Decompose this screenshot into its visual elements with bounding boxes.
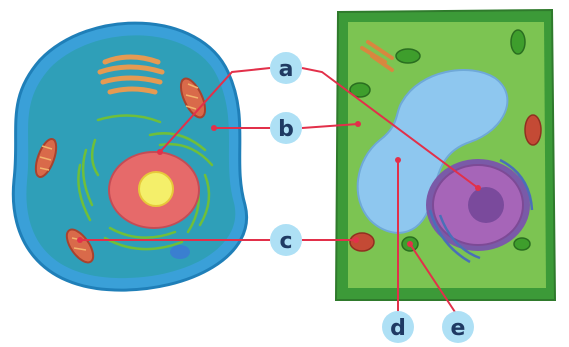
label-a-text: a — [279, 57, 294, 82]
chloroplast-1 — [396, 49, 420, 63]
leader-dot-a-plant — [475, 185, 481, 191]
label-d-text: d — [390, 316, 406, 341]
animal-vesicle — [170, 245, 190, 259]
animal-cell — [13, 23, 246, 290]
label-c-text: c — [279, 229, 292, 254]
leader-dot-c-plant — [353, 237, 359, 243]
label-b-text: b — [278, 117, 294, 142]
leader-dot-b-plant — [355, 121, 361, 127]
label-c: c — [270, 224, 302, 256]
label-a: a — [270, 52, 302, 84]
chloroplast-2 — [511, 30, 525, 54]
leader-dot-d — [395, 157, 401, 163]
leader-dot-e — [407, 241, 413, 247]
animal-nucleolus — [139, 172, 173, 206]
label-e: e — [442, 311, 474, 343]
chloroplast-5 — [514, 238, 530, 250]
label-b: b — [270, 112, 302, 144]
leader-dot-b-animal — [211, 125, 217, 131]
leader-dot-a-animal — [157, 149, 163, 155]
plant-mitochondrion-1 — [525, 115, 541, 145]
plant-cell — [336, 10, 555, 300]
label-d: d — [382, 311, 414, 343]
label-e-text: e — [451, 316, 466, 341]
leader-dot-c-animal — [77, 237, 83, 243]
plant-mitochondrion-2 — [350, 233, 374, 251]
